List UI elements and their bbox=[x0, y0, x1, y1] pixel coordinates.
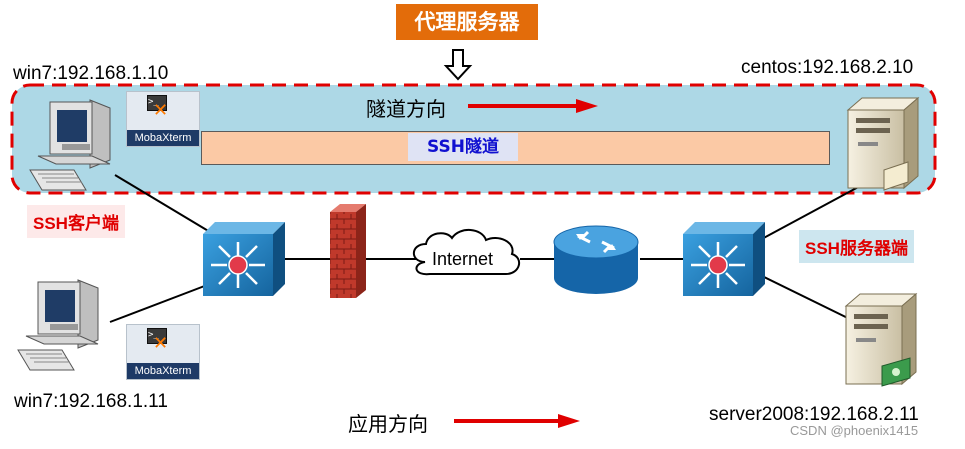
centos-address-label: centos:192.168.2.10 bbox=[741, 57, 914, 78]
mobaxterm-logo-icon: ✕ bbox=[153, 333, 169, 354]
desktop-pc-icon bbox=[17, 279, 99, 371]
proxy-server-title: 代理服务器 bbox=[396, 4, 538, 40]
mobaxterm-logo-icon: ✕ bbox=[153, 100, 169, 121]
app-direction-label: 应用方向 bbox=[348, 412, 428, 436]
server2008-address-label: server2008:192.168.2.11 bbox=[709, 404, 919, 425]
switch-icon bbox=[203, 222, 285, 296]
mobaxterm-app-name: MobaXterm bbox=[127, 130, 199, 146]
internet-label: Internet bbox=[432, 249, 494, 269]
router-icon bbox=[553, 225, 639, 294]
switch-icon bbox=[683, 222, 765, 296]
firewall-icon bbox=[330, 204, 366, 298]
client2-address-label: win7:192.168.1.11 bbox=[14, 391, 168, 412]
mobaxterm-app-icon[interactable]: >_ ✕ MobaXterm bbox=[126, 324, 200, 380]
mobaxterm-app-name: MobaXterm bbox=[127, 363, 199, 379]
ssh-client-tag: SSH客户端 bbox=[27, 205, 125, 238]
terminal-icon: >_ bbox=[147, 328, 167, 344]
server-icon bbox=[844, 292, 918, 387]
desktop-pc-icon bbox=[29, 99, 111, 191]
client1-address-label: win7:192.168.1.10 bbox=[13, 63, 169, 84]
csdn-watermark: CSDN @phoenix1415 bbox=[790, 423, 919, 438]
ssh-tunnel-label: SSH隧道 bbox=[408, 133, 518, 161]
connection-lines bbox=[109, 174, 863, 326]
server-icon bbox=[846, 96, 920, 191]
tunnel-direction-label: 隧道方向 bbox=[366, 97, 446, 121]
down-arrow-icon bbox=[443, 49, 473, 81]
terminal-icon: >_ bbox=[147, 95, 167, 111]
tunnel-direction-arrow-icon bbox=[468, 99, 598, 113]
ssh-server-tag: SSH服务器端 bbox=[799, 230, 914, 263]
cloud-icon bbox=[412, 229, 521, 276]
mobaxterm-app-icon[interactable]: >_ ✕ MobaXterm bbox=[126, 91, 200, 147]
app-direction-arrow-icon bbox=[454, 414, 580, 428]
